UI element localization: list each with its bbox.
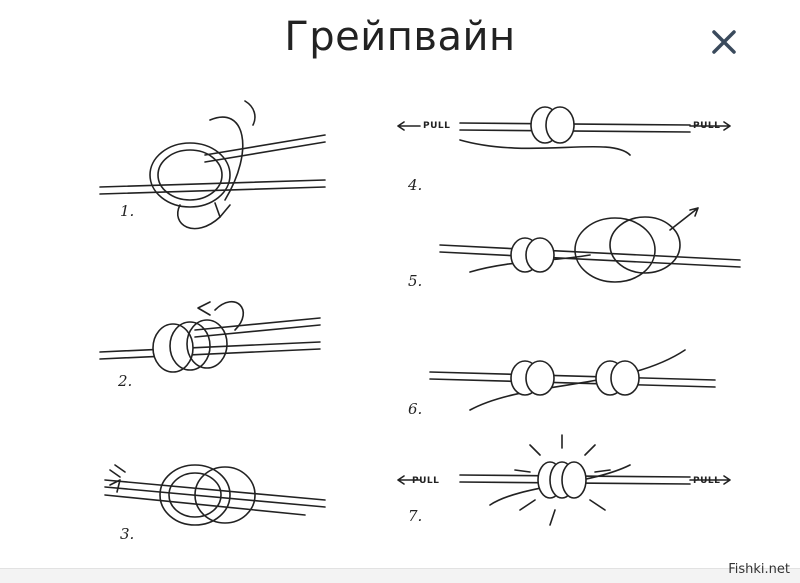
page-title: Грейпвайн xyxy=(284,14,516,60)
step-number: 3. xyxy=(120,525,135,543)
step-number: 6. xyxy=(408,400,423,418)
step-7-illustration xyxy=(390,430,750,550)
step-2-illustration xyxy=(95,280,335,390)
close-icon xyxy=(712,30,736,54)
pull-label: PULL xyxy=(423,121,451,131)
bottom-bar xyxy=(0,568,800,583)
step-number: 7. xyxy=(408,507,423,525)
pull-label: PULL xyxy=(693,121,721,131)
step-number: 4. xyxy=(408,176,423,194)
pull-label: PULL xyxy=(412,476,440,486)
step-3-illustration xyxy=(95,440,335,550)
step-6-illustration xyxy=(425,340,725,420)
step-4-illustration xyxy=(390,95,750,185)
pull-label: PULL xyxy=(693,476,721,486)
step-1-illustration xyxy=(95,95,335,245)
step-number: 5. xyxy=(408,272,423,290)
step-number: 1. xyxy=(120,202,135,220)
step-5-illustration xyxy=(430,200,750,310)
step-number: 2. xyxy=(118,372,133,390)
watermark: Fishki.net xyxy=(728,562,790,577)
close-button[interactable] xyxy=(706,24,742,60)
